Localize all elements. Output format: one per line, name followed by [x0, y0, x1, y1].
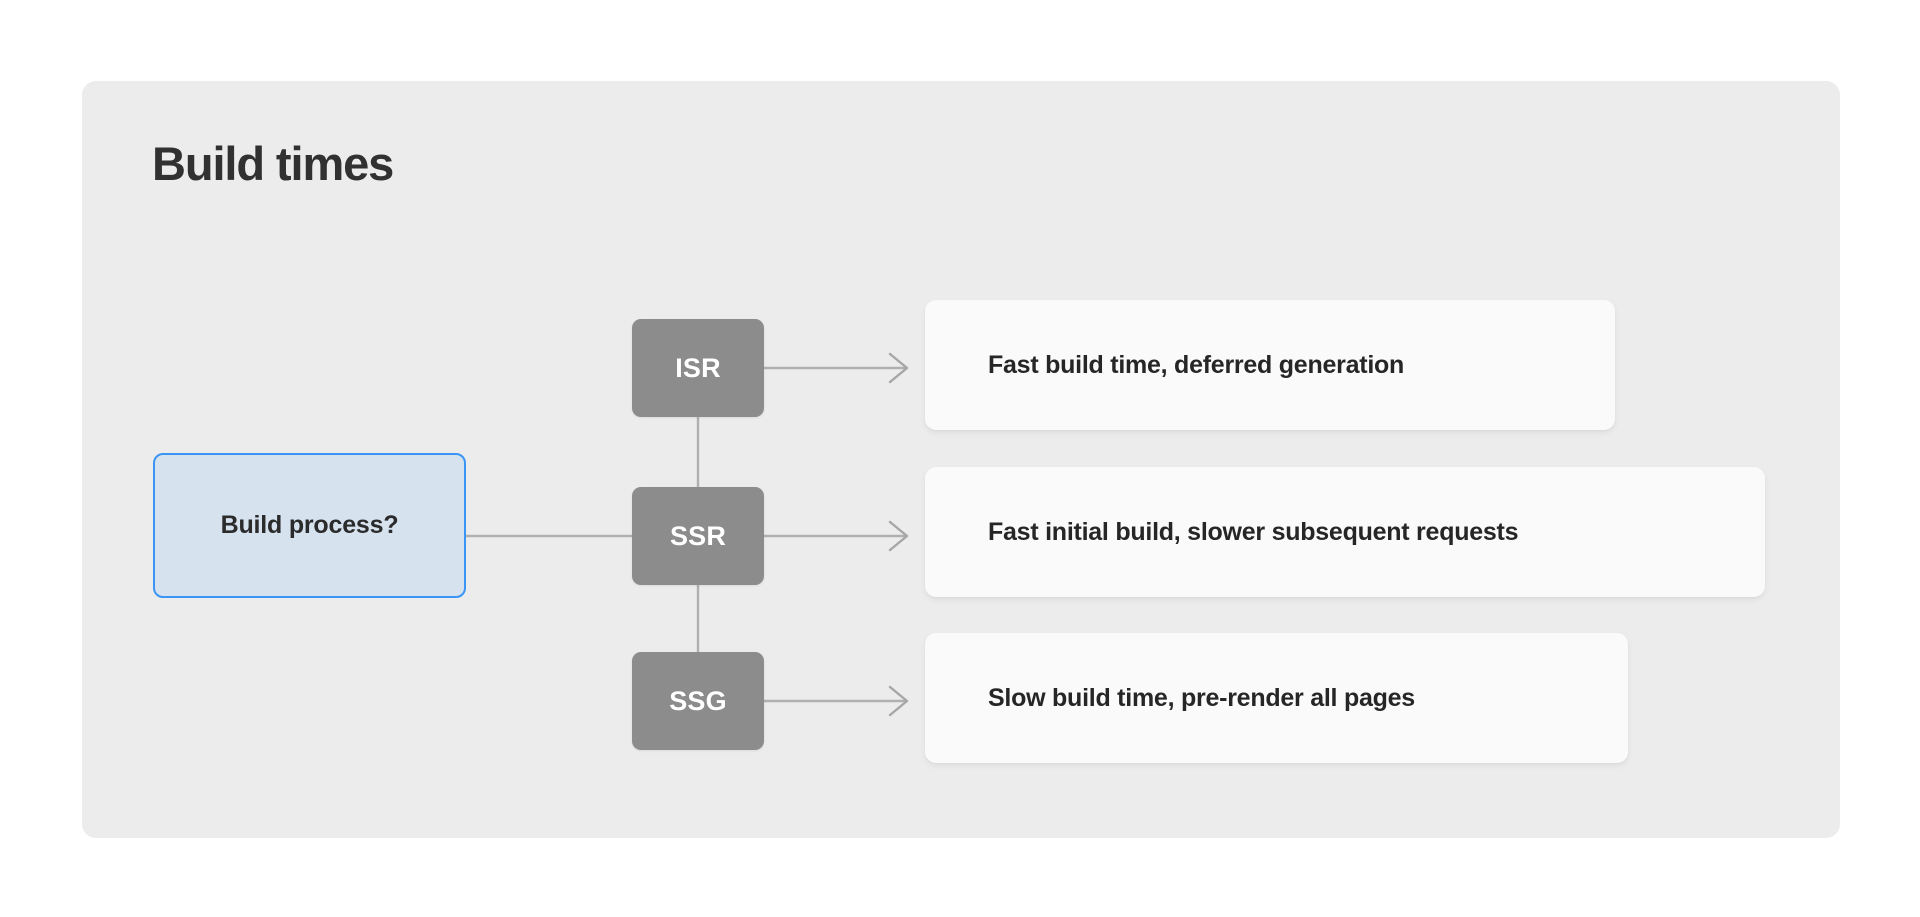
outcome-card-ssr[interactable]: Fast initial build, slower subsequent re… — [925, 467, 1765, 597]
node-ssg[interactable]: SSG — [632, 652, 764, 750]
outcome-card-isr[interactable]: Fast build time, deferred generation — [925, 300, 1615, 430]
arrowhead-ssg — [888, 685, 909, 717]
page-title: Build times — [152, 137, 394, 190]
node-ssr[interactable]: SSR — [632, 487, 764, 585]
arrowhead-isr — [888, 352, 909, 384]
outcome-card-ssr-label: Fast initial build, slower subsequent re… — [988, 517, 1519, 546]
node-ssr-label: SSR — [669, 520, 727, 551]
outcome-card-ssg-label: Slow build time, pre-render all pages — [988, 683, 1415, 712]
node-isr-label: ISR — [675, 352, 721, 383]
node-isr[interactable]: ISR — [632, 319, 764, 417]
node-build-process-label: Build process? — [220, 511, 399, 539]
outcome-card-ssg[interactable]: Slow build time, pre-render all pages — [925, 633, 1628, 763]
node-build-process[interactable]: Build process? — [153, 453, 466, 598]
outcome-card-isr-label: Fast build time, deferred generation — [988, 350, 1405, 379]
node-ssg-label: SSG — [669, 685, 727, 716]
arrowhead-ssr — [888, 520, 909, 552]
